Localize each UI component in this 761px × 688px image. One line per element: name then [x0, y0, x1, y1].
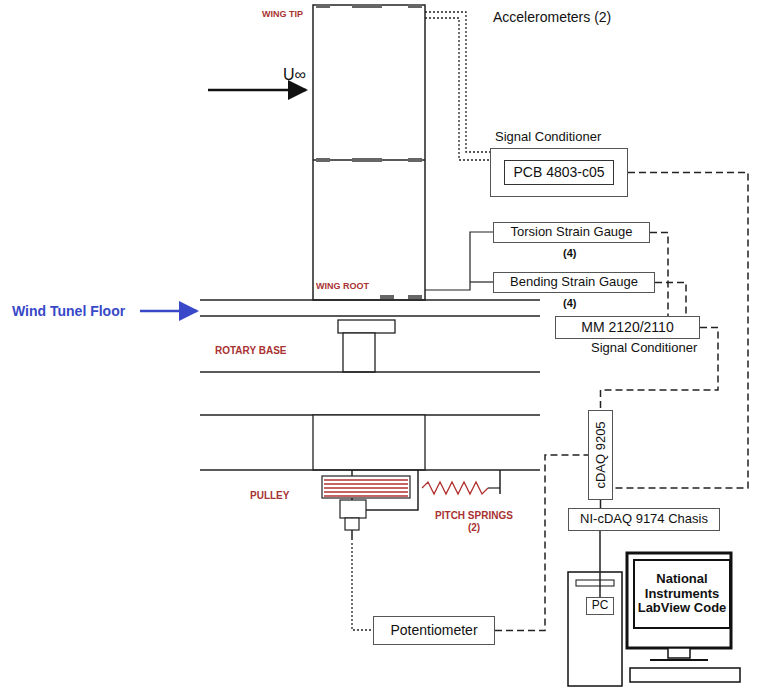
pitch-spring — [422, 482, 488, 494]
strain-gauge-wire — [425, 232, 493, 290]
wing-rib-mark — [380, 295, 394, 299]
count-note: (4) — [563, 247, 576, 260]
drive-slot — [576, 580, 614, 586]
plate-line — [200, 371, 540, 372]
signal-cable — [655, 283, 686, 317]
accelerometer-wire — [425, 18, 490, 160]
tunnel-structure — [200, 300, 540, 470]
sensor-note: Accelerometers (2) — [493, 9, 611, 25]
monitor-base — [650, 659, 708, 661]
cable-turn — [324, 495, 408, 496]
device-model: PCB 4803-c05 — [504, 160, 613, 184]
count-note: (4) — [563, 297, 576, 310]
floor-line — [200, 315, 540, 316]
part-name: PITCH SPRINGS (2) — [430, 510, 518, 533]
device-heading: Signal Conditioner — [591, 341, 697, 356]
monitor-frame — [627, 553, 731, 648]
pc-box: PC — [586, 597, 614, 615]
part-name: ROTARY BASE — [215, 345, 287, 357]
spring-hook — [488, 487, 500, 488]
sensor-name: Bending Strain Gauge — [510, 275, 638, 290]
pulley-cable — [324, 480, 408, 496]
potentiometer-shaft — [351, 530, 353, 540]
flow-symbol: U∞ — [283, 66, 306, 84]
rotary-base-cap — [338, 320, 395, 333]
rotary-base-shaft — [343, 333, 375, 372]
cable-turn — [324, 491, 408, 492]
accelerometer-wires — [425, 12, 490, 160]
sensor-box: Potentiometer — [373, 616, 495, 645]
daq-module-box: cDAQ 9205 — [588, 410, 613, 500]
signal-cable — [495, 455, 588, 631]
support-bracket — [366, 470, 418, 510]
device-model: NI-cDAQ 9174 Chasis — [580, 512, 708, 527]
part-name: WING ROOT — [316, 281, 369, 291]
potentiometer-wire — [352, 543, 373, 630]
cable-turn — [324, 479, 408, 480]
wing-rib-mark — [408, 4, 422, 8]
monitor-stand — [668, 648, 690, 658]
device-model: cDAQ 9205 — [593, 421, 608, 488]
part-name: WING TIP — [262, 9, 303, 19]
wing-rib-mark — [316, 4, 330, 8]
sensor-name: Torsion Strain Gauge — [510, 225, 632, 240]
signal-cable — [599, 531, 601, 597]
part-name: PULLEY — [250, 490, 289, 502]
sensor-box: Torsion Strain Gauge — [493, 222, 650, 243]
pulley-assembly — [322, 470, 500, 630]
sensor-box: Bending Strain Gauge — [493, 272, 655, 293]
floor-pointer-arrow — [140, 310, 197, 313]
device-heading: Signal Conditioner — [495, 130, 601, 145]
accelerometer-wire — [425, 12, 490, 152]
cable-turn — [324, 483, 408, 484]
freestream-arrow — [208, 89, 306, 92]
signal-conditioner-box: Signal ConditionerPCB 4803-c05 — [490, 148, 628, 197]
floor-line — [200, 299, 540, 300]
signal-cable — [601, 328, 719, 411]
keyboard — [630, 668, 740, 682]
strain-gauge-wires — [425, 232, 493, 290]
wing — [313, 4, 425, 300]
wing-rib-mark — [352, 4, 382, 8]
strain-gauge-wire — [470, 281, 493, 282]
potentiometer-body — [340, 500, 366, 518]
signal-cable — [600, 500, 602, 508]
base-housing — [313, 415, 425, 470]
computer — [568, 553, 740, 686]
pc-tower — [568, 572, 622, 686]
pulley — [322, 476, 410, 498]
wing-rib-mark — [408, 158, 422, 162]
wing-rib-mark — [316, 158, 330, 162]
software-name: National Instruments LabView Code — [635, 572, 729, 617]
cable-turn — [324, 487, 408, 488]
part-name: Wind Tunel Floor — [12, 303, 125, 319]
plate-line — [200, 469, 540, 470]
wing-outline — [313, 5, 425, 300]
wing-rib-mark — [408, 295, 422, 299]
spring-anchor — [499, 470, 501, 494]
signal-conditioner-box: MM 2120/2110Signal Conditioner — [555, 316, 700, 339]
device-model: MM 2120/2110 — [581, 319, 673, 335]
daq-chassis-box: NI-cDAQ 9174 Chasis — [568, 508, 720, 531]
sensor-name: Potentiometer — [390, 622, 477, 638]
monitor-screen: National Instruments LabView Code — [633, 559, 731, 629]
wing-rib-mark — [352, 158, 382, 162]
potentiometer-knob — [345, 518, 359, 530]
device-name: PC — [592, 599, 609, 613]
